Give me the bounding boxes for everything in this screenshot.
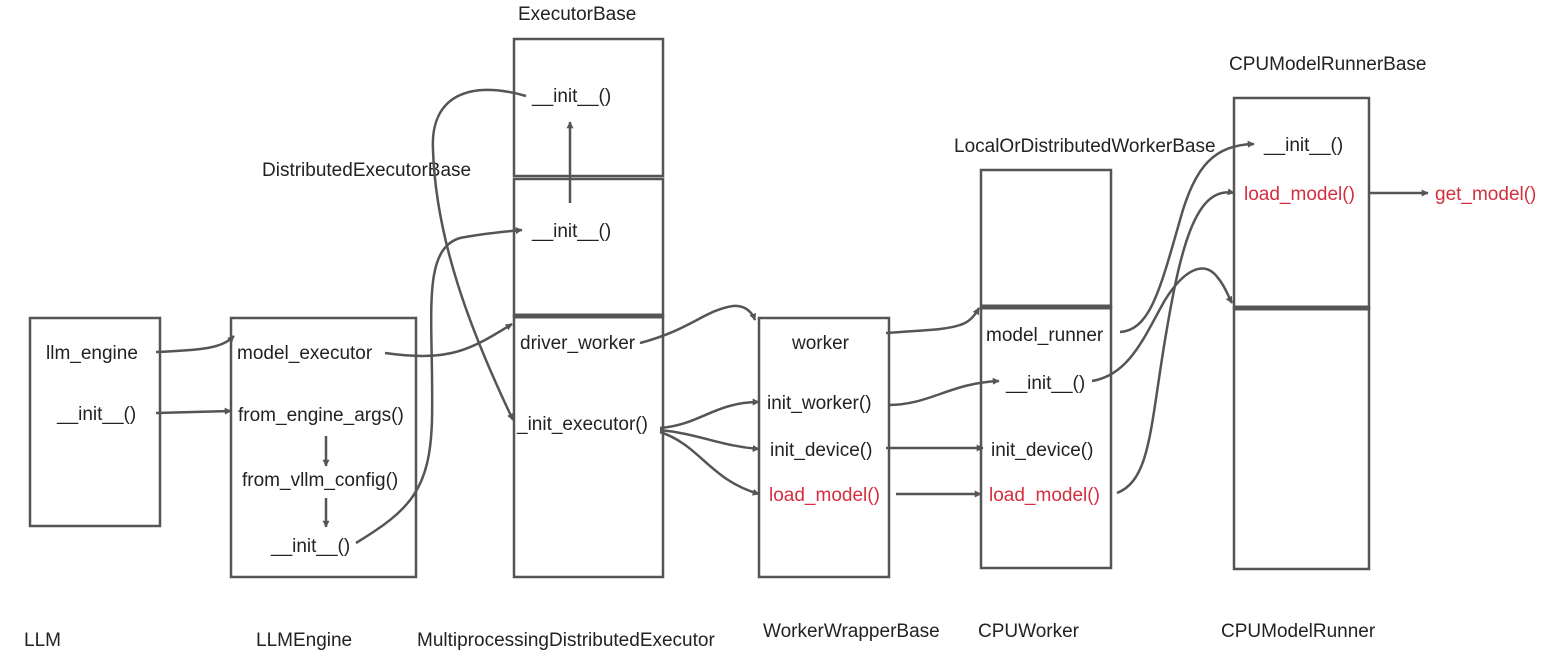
mp-driver-worker: driver_worker [520,333,636,354]
executor-base-box [512,37,665,178]
llm-llm-engine: llm_engine [46,343,138,364]
arrow-cpu-worker-init-to-runner [1091,267,1234,383]
arrow-llm-engine-to-model-executor [155,335,235,354]
engine-model-executor: model_executor [237,343,373,364]
runner-base-init: __init__() [1263,135,1343,156]
class-label-mp-executor: MultiprocessingDistributedExecutor [417,630,715,651]
arrow-driver-worker-to-worker-wrapper [639,304,757,345]
engine-init: __init__() [270,536,350,557]
arrow-init-executor-to-load-model [659,430,760,496]
executor-base-init: __init__() [531,86,611,107]
mp-executor-box [512,314,665,579]
arrow-executor-base-init-to-init-executor [431,88,527,421]
cpu-worker-model-runner: model_runner [986,325,1104,346]
runner-base-load-model: load_model() [1244,184,1355,205]
cpu-model-runner-box [1232,306,1371,571]
cpu-worker-load-model: load_model() [989,485,1100,506]
wrapper-load-model: load_model() [769,485,880,506]
llm-box [28,316,162,528]
class-label-llm-engine: LLMEngine [256,630,352,651]
wrapper-worker: worker [791,333,850,354]
class-label-worker-wrapper-base: WorkerWrapperBase [763,621,940,642]
wrapper-init-device: init_device() [770,440,872,461]
class-label-local-or-distributed-worker-base: LocalOrDistributedWorkerBase [954,136,1216,157]
distributed-executor-base-init: __init__() [531,221,611,242]
arrow-init-executor-to-init-device [659,428,760,453]
engine-from-vllm-config: from_vllm_config() [242,470,398,491]
arrow-worker-to-cpu-worker [885,307,981,335]
class-label-executor-base: ExecutorBase [518,4,636,25]
llm-init: __init__() [56,404,136,425]
engine-from-engine-args: from_engine_args() [238,405,404,426]
llm-engine-box [229,316,418,579]
arrow-model-runner-to-runner-base-init [1119,140,1255,334]
class-label-llm: LLM [24,630,61,651]
class-label-cpu-model-runner-base: CPUModelRunnerBase [1229,54,1427,75]
local-or-distributed-worker-base-box [979,168,1113,309]
arrow-engine-init-to-distributed-init [355,227,523,545]
cpu-worker-box [979,305,1113,570]
class-label-cpu-model-runner: CPUModelRunner [1221,621,1376,642]
get-model: get_model() [1435,184,1536,205]
mp-init-executor: _init_executor() [516,414,648,435]
arrow-model-executor-to-driver [384,322,513,358]
class-label-cpu-worker: CPUWorker [978,621,1080,642]
wrapper-init-worker: init_worker() [767,393,872,414]
distributed-executor-base-box [512,177,665,318]
cpu-worker-init-device: init_device() [991,440,1093,461]
cpu-worker-init: __init__() [1005,373,1085,394]
arrow-llm-init-to-from-engine-args [155,407,232,415]
class-label-distributed-executor-base: DistributedExecutorBase [262,160,471,181]
arrow-cpu-worker-load-model-to-runner-base-load-model [1116,188,1235,495]
arrow-init-worker-to-cpu-worker-init [887,377,1000,407]
arrow-init-executor-to-init-worker [659,398,760,430]
